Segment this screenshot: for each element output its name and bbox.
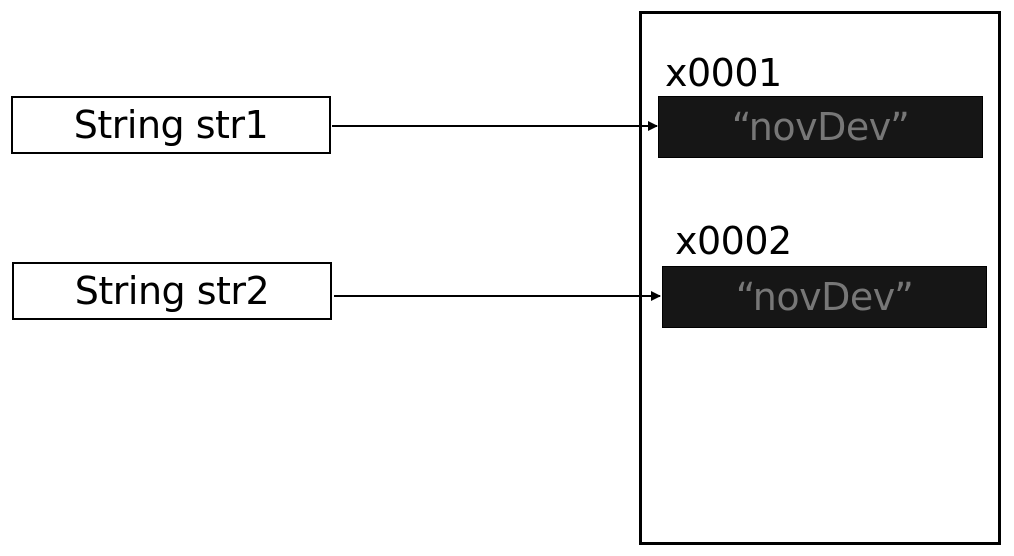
variable-str2-box: String str2 <box>12 262 332 320</box>
variable-str1-box: String str1 <box>11 96 331 154</box>
heap-object-1: “novDev” <box>658 96 983 158</box>
heap-object-1-value: “novDev” <box>731 105 910 149</box>
heap-object-2-value: “novDev” <box>735 275 914 319</box>
heap-object-2: “novDev” <box>662 266 987 328</box>
heap-address-1: x0001 <box>665 51 782 95</box>
variable-str2-label: String str2 <box>74 269 270 313</box>
heap-address-2: x0002 <box>675 219 792 263</box>
variable-str1-label: String str1 <box>73 103 269 147</box>
